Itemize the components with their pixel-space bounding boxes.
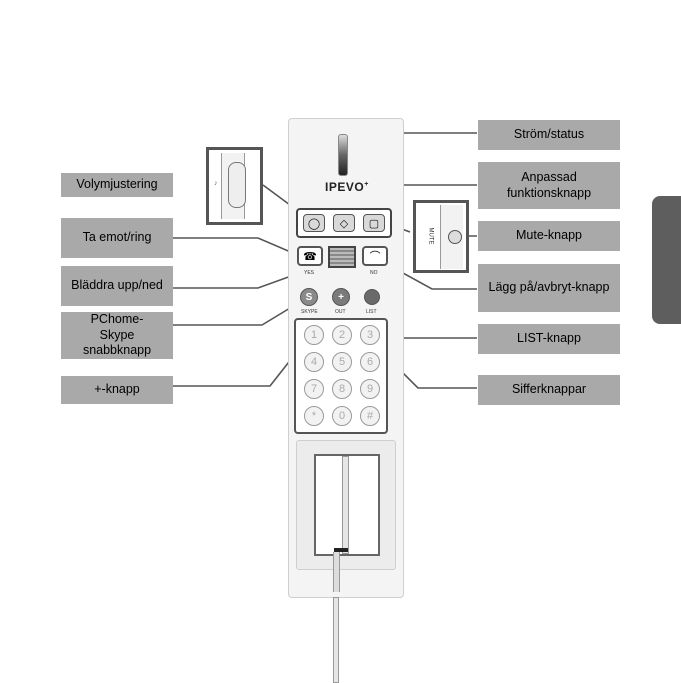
volume-inset: ♪ — [206, 147, 263, 225]
label-power: Ström/status — [478, 120, 620, 150]
key-9[interactable]: 9 — [360, 379, 380, 399]
label-custom: Anpassad funktionsknapp — [478, 162, 620, 209]
phone-pickup-icon: ☎ — [303, 250, 317, 263]
key-3[interactable]: 3 — [360, 325, 380, 345]
key-0[interactable]: 0 — [332, 406, 352, 426]
skype-icon: S — [306, 292, 313, 303]
list-button[interactable] — [364, 289, 380, 305]
custom-function-button-group: ◯ ◇ ▢ — [296, 208, 392, 238]
skype-caption: SKYPE — [301, 309, 318, 315]
list-caption: LIST — [366, 309, 377, 315]
key-8[interactable]: 8 — [332, 379, 352, 399]
brand-logo: IPEVO+ — [325, 180, 369, 194]
usb-cable — [333, 597, 339, 683]
mute-switch[interactable] — [448, 230, 462, 244]
key-star[interactable]: * — [304, 406, 324, 426]
label-plus: +-knapp — [61, 376, 173, 404]
line-answer — [171, 238, 300, 256]
number-keypad: 1 2 3 4 5 6 7 8 9 * 0 # — [294, 318, 388, 434]
line-skype — [171, 302, 300, 325]
hangup-button[interactable]: ⌒ — [362, 246, 388, 266]
key-1[interactable]: 1 — [304, 325, 324, 345]
square-icon[interactable]: ▢ — [363, 214, 385, 232]
label-hangup: Lägg på/avbryt-knapp — [478, 264, 620, 312]
label-list: LIST-knapp — [478, 324, 620, 354]
label-mute: Mute-knapp — [478, 221, 620, 251]
key-5[interactable]: 5 — [332, 352, 352, 372]
usb-port-indicator — [334, 548, 348, 552]
key-7[interactable]: 7 — [304, 379, 324, 399]
label-volume: Volymjustering — [61, 173, 173, 197]
phone-hangup-icon: ⌒ — [370, 248, 381, 264]
plus-icon: + — [338, 292, 344, 303]
answer-button[interactable]: ☎ — [297, 246, 323, 266]
label-skype: PChome-Skype snabbknapp — [61, 312, 173, 359]
key-4[interactable]: 4 — [304, 352, 324, 372]
cable-coiled — [342, 456, 349, 554]
yes-caption: YES — [304, 270, 314, 276]
scroll-button[interactable] — [328, 246, 356, 268]
page-side-tab — [652, 196, 681, 324]
out-caption: OUT — [335, 309, 346, 315]
label-digits: Sifferknappar — [478, 375, 620, 405]
plus-button[interactable]: + — [332, 288, 350, 306]
key-2[interactable]: 2 — [332, 325, 352, 345]
volume-slider[interactable] — [228, 162, 246, 208]
line-volume — [263, 185, 290, 205]
mute-caption: MUTE — [428, 228, 434, 245]
key-hash[interactable]: # — [360, 406, 380, 426]
no-caption: NO — [370, 270, 378, 276]
volume-glyph-icon: ♪ — [214, 180, 218, 187]
skype-button[interactable]: S — [300, 288, 318, 306]
label-scroll: Bläddra upp/ned — [61, 266, 173, 306]
mute-inset: MUTE — [413, 200, 469, 273]
circle-icon[interactable]: ◯ — [303, 214, 325, 232]
key-6[interactable]: 6 — [360, 352, 380, 372]
brand-name: IPEVO — [325, 180, 364, 194]
cable-stem — [333, 552, 340, 592]
power-status-led — [338, 134, 348, 176]
diamond-icon[interactable]: ◇ — [333, 214, 355, 232]
label-answer: Ta emot/ring — [61, 218, 173, 258]
